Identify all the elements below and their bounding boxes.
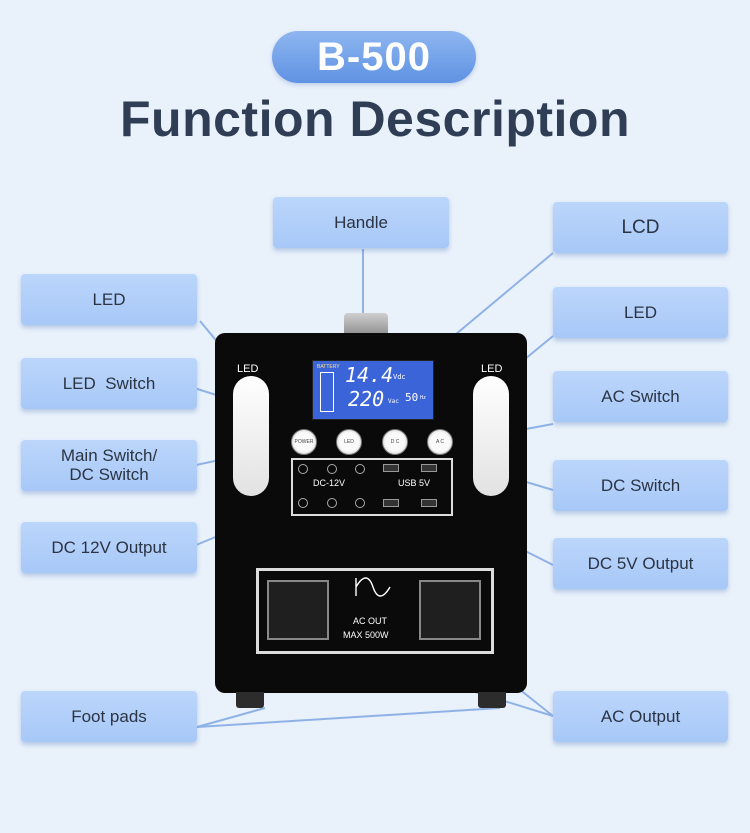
lcd-ac-unit: Vac bbox=[388, 398, 399, 405]
dc-port-1[interactable] bbox=[298, 464, 308, 474]
lcd-frequency: 50 bbox=[405, 391, 419, 404]
usb-port-1[interactable] bbox=[383, 464, 399, 472]
led-light-right bbox=[473, 376, 509, 496]
led-button[interactable]: LED bbox=[336, 429, 362, 455]
callout-dc12-output: DC 12V Output bbox=[21, 521, 197, 573]
lcd-ac-voltage: 220 bbox=[348, 387, 385, 411]
sine-wave-icon bbox=[355, 577, 391, 597]
dc-12v-label: DC-12V bbox=[313, 478, 346, 488]
dc-port-2[interactable] bbox=[327, 464, 337, 474]
led-label-right: LED bbox=[481, 363, 503, 375]
lcd-display: BATTERY 14.4 Vdc 220 Vac 50 Hz bbox=[312, 360, 434, 420]
led-label-left: LED bbox=[237, 363, 259, 375]
ac-out-label: AC OUT bbox=[353, 616, 388, 626]
callout-dc-switch: DC Switch bbox=[553, 459, 728, 511]
model-badge: B-500 bbox=[272, 31, 476, 83]
dc-port-4[interactable] bbox=[298, 498, 308, 508]
ac-socket-right[interactable] bbox=[419, 580, 481, 640]
ac-socket-left[interactable] bbox=[267, 580, 329, 640]
ac-button[interactable]: A C bbox=[427, 429, 453, 455]
callout-led-switch: LED Switch bbox=[21, 357, 197, 409]
port-panel: DC-12V USB 5V bbox=[291, 458, 453, 516]
usb-port-3[interactable] bbox=[383, 499, 399, 507]
lcd-dc-voltage: 14.4 bbox=[345, 363, 394, 387]
dc-port-5[interactable] bbox=[327, 498, 337, 508]
lcd-dc-unit: Vdc bbox=[393, 373, 406, 381]
callout-led-right: LED bbox=[553, 286, 728, 338]
callout-ac-output: AC Output bbox=[553, 690, 728, 742]
callout-lcd: LCD bbox=[553, 201, 728, 253]
battery-icon bbox=[320, 372, 334, 412]
callout-handle: Handle bbox=[273, 196, 449, 248]
callout-ac-switch: AC Switch bbox=[553, 370, 728, 422]
lcd-frequency-unit: Hz bbox=[420, 395, 427, 401]
callout-foot-pads: Foot pads bbox=[21, 690, 197, 742]
ac-panel: AC OUT MAX 500W bbox=[256, 568, 494, 654]
battery-label: BATTERY bbox=[317, 364, 340, 370]
ac-max-label: MAX 500W bbox=[343, 630, 389, 640]
usb-5v-label: USB 5V bbox=[398, 478, 431, 488]
power-station-device: LED LED BATTERY 14.4 Vdc 220 Vac 50 Hz P… bbox=[215, 333, 527, 693]
callout-main-switch: Main Switch/ DC Switch bbox=[21, 439, 197, 491]
dc-port-6[interactable] bbox=[355, 498, 365, 508]
callout-led-left: LED bbox=[21, 273, 197, 325]
usb-port-4[interactable] bbox=[421, 499, 437, 507]
led-light-left bbox=[233, 376, 269, 496]
page-title: Function Description bbox=[120, 91, 630, 147]
dc-button[interactable]: D C bbox=[382, 429, 408, 455]
foot-pad-right bbox=[478, 692, 506, 708]
foot-pad-left bbox=[236, 692, 264, 708]
dc-port-3[interactable] bbox=[355, 464, 365, 474]
callout-dc5-output: DC 5V Output bbox=[553, 537, 728, 589]
usb-port-2[interactable] bbox=[421, 464, 437, 472]
power-button[interactable]: POWER bbox=[291, 429, 317, 455]
